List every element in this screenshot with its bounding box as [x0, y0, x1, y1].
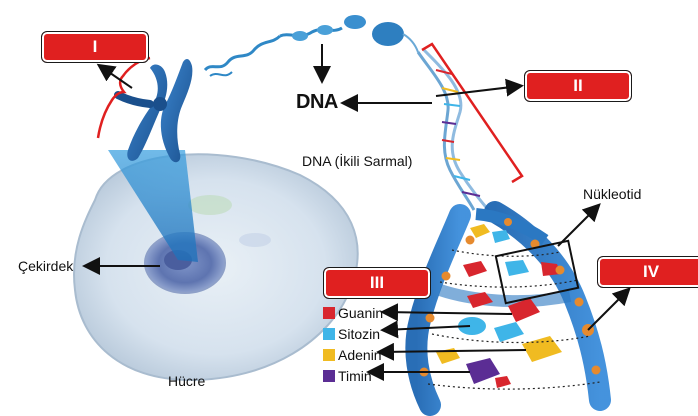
arrow-to-tag-4 [587, 287, 631, 331]
nucleosome-1 [292, 31, 308, 41]
tag-roman-4: IV [597, 256, 698, 288]
double-helix-label: DNA (İkili Sarmal) [302, 153, 413, 169]
chromatin-fibers [203, 26, 343, 77]
arrow-to-nucleotide-label [557, 203, 601, 247]
arrow-to-guanin [380, 303, 513, 322]
nucleotide-label: Nükleotid [583, 186, 642, 202]
guanin-swatch [323, 306, 335, 319]
legend-label: Adenin [338, 346, 382, 363]
legend-item-adenin: Adenin [323, 344, 383, 365]
timin-swatch [323, 369, 335, 382]
arrow-to-adenin [376, 342, 527, 361]
legend-label: Sitozin [338, 325, 381, 342]
tag-roman-2: II [524, 70, 632, 102]
dna-ladder [405, 201, 611, 416]
cell-label: Hücre [168, 373, 206, 389]
nucleus-label: Çekirdek [18, 258, 74, 274]
base-legend: Guanin Sitozin Adenin Timin [323, 302, 383, 386]
tag-roman-1: I [41, 31, 149, 63]
arrow-to-tag-1 [96, 63, 133, 89]
cell-illustration [73, 153, 359, 382]
double-helix-upper [416, 48, 492, 213]
nucleosome-3 [344, 15, 366, 29]
legend-item-timin: Timin [323, 365, 383, 386]
nucleosome-4 [372, 22, 404, 46]
tag-roman-3: III [323, 267, 431, 299]
adenin-swatch [323, 348, 335, 361]
bracket-chromosome [96, 56, 151, 139]
nucleosome-2 [317, 25, 333, 35]
zoom-cone [108, 150, 198, 262]
sitozin-swatch [323, 327, 335, 340]
arrow-to-tag-2 [435, 78, 524, 97]
nucleotide-box [494, 239, 580, 305]
legend-item-sitozin: Sitozin [323, 323, 383, 344]
legend-label: Guanin [338, 304, 384, 321]
bracket-helix [421, 42, 524, 184]
legend-item-guanin: Guanin [323, 302, 383, 323]
dna-label: DNA [296, 91, 338, 113]
legend-label: Timin [338, 367, 372, 384]
chromosome [114, 58, 193, 163]
arrow-to-sitozin [380, 320, 471, 339]
